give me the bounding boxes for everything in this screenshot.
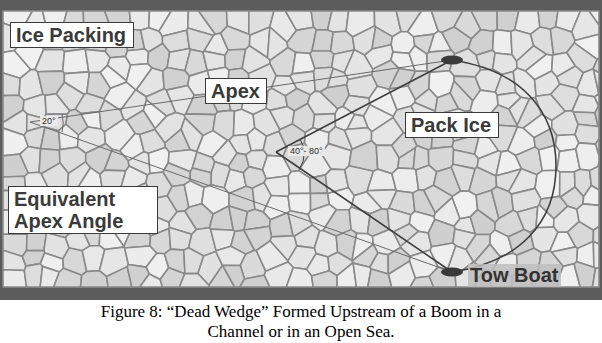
- ice-floe: [179, 274, 209, 287]
- label-box: Pack Ice: [405, 112, 499, 138]
- channel-frame: [0, 0, 602, 300]
- ice-floe: [3, 73, 20, 96]
- boom-line: [276, 152, 452, 272]
- ice-floe: [185, 204, 213, 230]
- box-text: Ice Packing: [16, 24, 128, 46]
- ice-floe: [321, 144, 351, 170]
- ice-floe: [470, 210, 495, 235]
- ice-floe: [286, 268, 313, 287]
- ice-floes: [3, 11, 599, 287]
- ice-floe: [367, 169, 396, 191]
- ice-floe: [328, 11, 349, 32]
- boat-label: Tow Boat: [468, 264, 561, 287]
- wedge-line: [30, 60, 452, 122]
- ice-floe: [493, 30, 512, 55]
- ice-floe: [140, 274, 163, 287]
- ice-floe: [41, 127, 61, 150]
- ice-floe: [125, 49, 148, 65]
- boom-curve: [452, 60, 556, 272]
- channel-water: [3, 11, 599, 287]
- angle-arc: [62, 114, 63, 132]
- ice-floe: [577, 69, 599, 97]
- ice-floe: [495, 71, 516, 95]
- ice-floe: [312, 271, 337, 287]
- box-text: Pack Ice: [411, 114, 493, 136]
- ice-floe: [54, 268, 82, 287]
- angle-label: 40°- 80°: [288, 146, 325, 156]
- ice-floe: [576, 143, 599, 171]
- ice-floe: [389, 261, 416, 287]
- tow-boat-symbol: [441, 56, 463, 65]
- ice-floe: [593, 70, 599, 94]
- tow-boat-symbol: [441, 268, 463, 277]
- ice-floe: [595, 106, 599, 127]
- ice-floe: [409, 46, 427, 72]
- label-box: Apex: [205, 78, 267, 104]
- boom-line: [276, 60, 452, 152]
- ice-floe: [368, 269, 392, 287]
- ice-floe: [450, 81, 473, 112]
- ice-floe: [59, 124, 79, 149]
- ice-floe: [3, 270, 27, 287]
- angle-label: 20°: [40, 116, 58, 126]
- ice-floe: [589, 11, 599, 25]
- boom: [276, 60, 556, 272]
- ice-floe: [592, 268, 599, 287]
- box-text: Equivalent Apex Angle: [14, 188, 152, 232]
- ice-floe: [583, 185, 599, 205]
- ice-floe: [575, 124, 599, 144]
- tow-boats: [441, 56, 463, 277]
- ice-floe: [572, 94, 598, 112]
- label-box: Equivalent Apex Angle: [8, 186, 158, 234]
- ice-floe: [314, 230, 337, 256]
- equivalent-apex-lines: [30, 60, 452, 272]
- ice-floe: [3, 250, 26, 270]
- ice-floe: [398, 148, 415, 169]
- ice-floe: [310, 51, 334, 69]
- figure-caption: Figure 8: “Dead Wedge” Formed Upstream o…: [76, 302, 526, 341]
- ice-floe: [312, 30, 333, 51]
- ice-floe: [221, 26, 250, 50]
- ice-floe: [471, 11, 497, 31]
- ice-floe: [63, 49, 89, 74]
- ice-floe: [593, 242, 599, 269]
- label-box: Ice Packing: [10, 22, 134, 48]
- ice-floe: [81, 271, 109, 287]
- ice-floe: [20, 146, 41, 173]
- box-text: Apex: [211, 80, 261, 102]
- ice-floe: [595, 93, 599, 106]
- ice-floe: [35, 49, 65, 71]
